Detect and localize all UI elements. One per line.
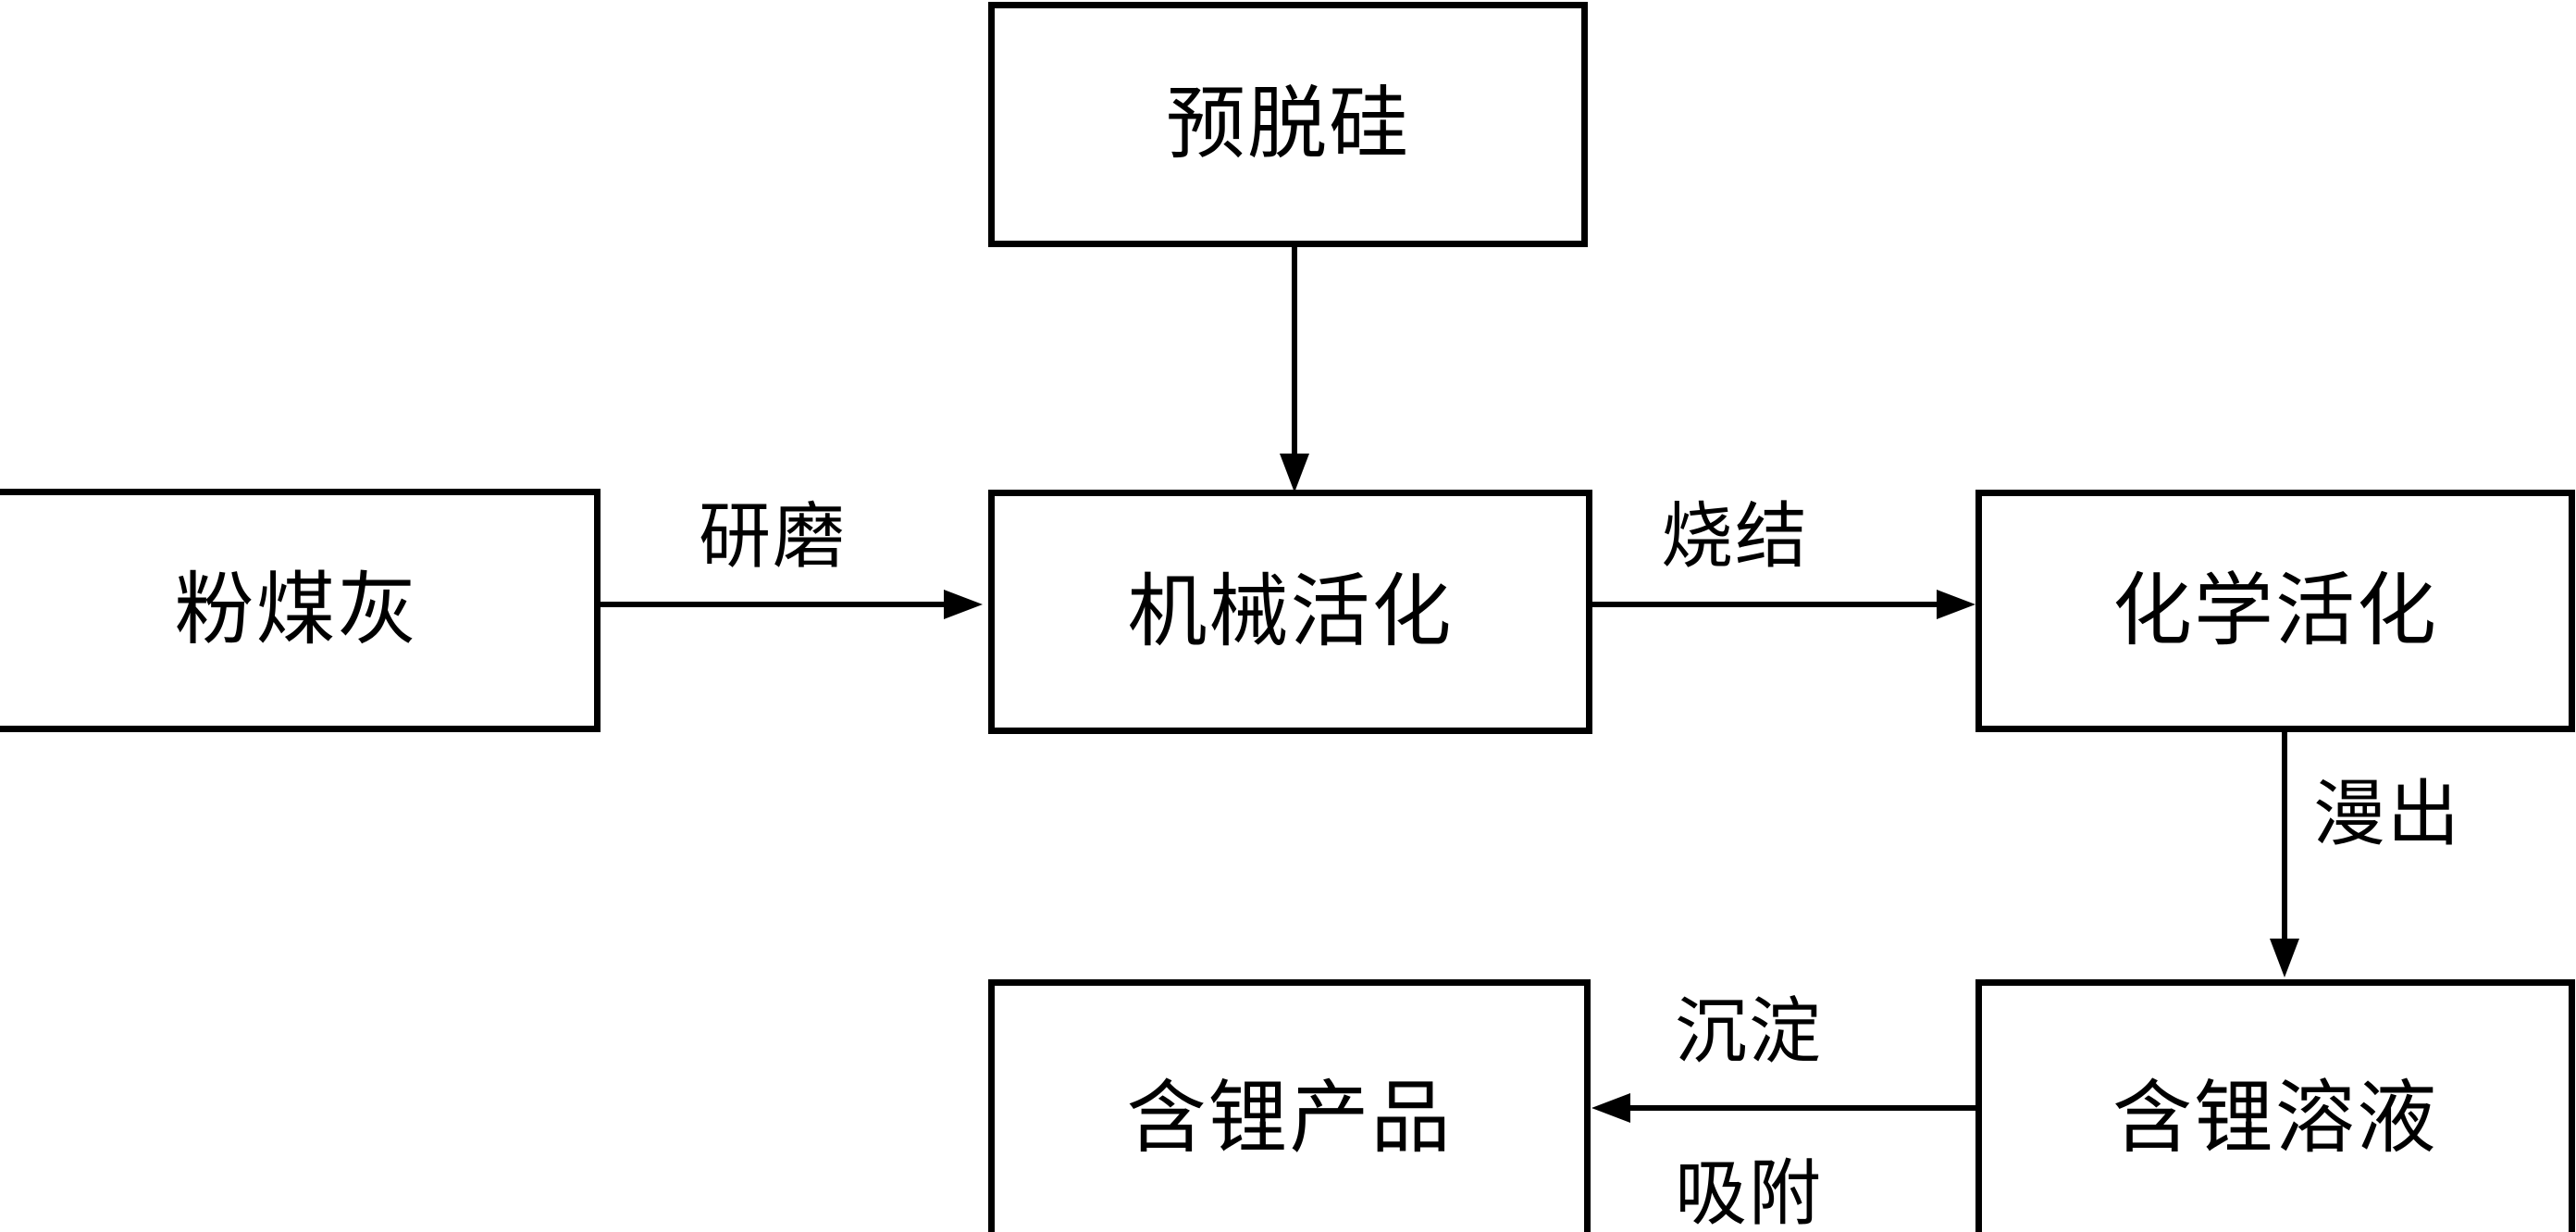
node-mechanical-activation[interactable]: 机械活化	[988, 490, 1592, 734]
node-lithium-solution-label: 含锂溶液	[2112, 1071, 2438, 1164]
node-fly-ash-label: 粉煤灰	[174, 564, 419, 657]
edge-line-horizontal	[600, 602, 944, 607]
node-pre-desilication-label: 预脱硅	[1166, 78, 1410, 171]
edge-line-vertical	[1292, 246, 1297, 457]
edge-line-vertical	[2282, 732, 2287, 940]
edge-label-adsorption: 吸附	[1675, 1152, 1824, 1232]
node-mechanical-activation-label: 机械活化	[1127, 565, 1454, 658]
node-chemical-activation[interactable]: 化学活化	[1975, 490, 2575, 732]
edge-line-horizontal	[1592, 602, 1937, 607]
edge-label-leaching: 漫出	[2313, 773, 2462, 856]
edge-label-precipitation: 沉淀	[1675, 990, 1824, 1074]
arrowhead-right-icon	[944, 590, 983, 619]
arrowhead-right-icon	[1937, 590, 1975, 619]
arrowhead-down-icon	[2270, 939, 2299, 977]
node-chemical-activation-label: 化学活化	[2112, 564, 2438, 657]
edge-line-horizontal	[1630, 1105, 1976, 1111]
arrowhead-down-icon	[1280, 454, 1309, 492]
node-fly-ash[interactable]: 粉煤灰	[0, 489, 601, 732]
edge-label-sintering: 烧结	[1661, 495, 1810, 579]
node-lithium-product-label: 含锂产品	[1126, 1071, 1453, 1164]
arrowhead-left-icon	[1591, 1093, 1630, 1123]
node-pre-desilication[interactable]: 预脱硅	[988, 2, 1588, 247]
edge-label-grinding: 研磨	[699, 495, 848, 579]
node-lithium-solution[interactable]: 含锂溶液	[1975, 979, 2575, 1232]
node-lithium-product[interactable]: 含锂产品	[988, 979, 1591, 1232]
